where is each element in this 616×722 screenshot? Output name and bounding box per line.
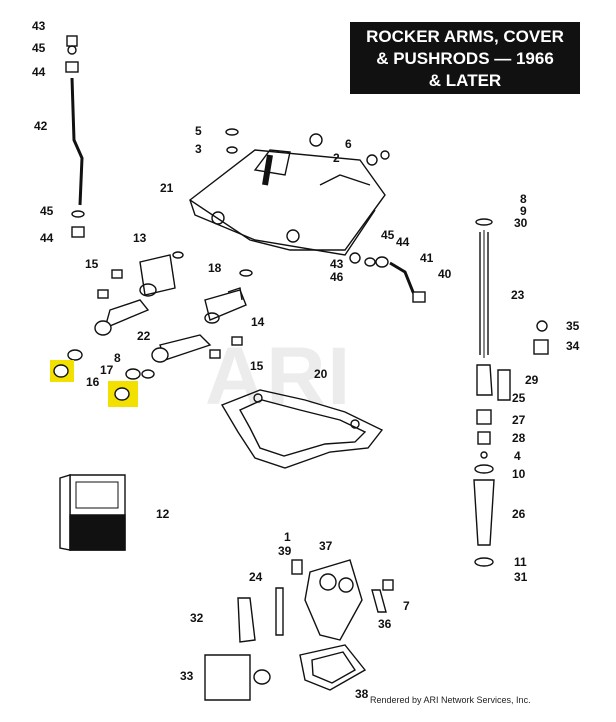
- callout-15: 15: [85, 257, 99, 271]
- callout-36: 36: [378, 617, 392, 631]
- callout-3: 3: [195, 142, 202, 156]
- callout-20: 20: [314, 367, 328, 381]
- diagram-title: ROCKER ARMS, COVER & PUSHRODS — 1966 & L…: [350, 22, 580, 94]
- callout-44: 44: [40, 231, 54, 245]
- callout-6: 6: [345, 137, 352, 151]
- callout-15: 15: [250, 359, 264, 373]
- callout-37: 37: [319, 539, 333, 553]
- callout-26: 26: [512, 507, 526, 521]
- callout-29: 29: [525, 373, 539, 387]
- rocker-arm-parts: [67, 251, 253, 380]
- callout-41: 41: [420, 251, 434, 265]
- credit-text: Rendered by ARI Network Services, Inc.: [370, 695, 531, 705]
- callout-18: 18: [208, 261, 222, 275]
- callout-17: 17: [100, 363, 114, 377]
- callout-8: 8: [520, 192, 527, 206]
- callout-38: 38: [355, 687, 369, 701]
- title-line-2: & PUSHRODS — 1966: [376, 49, 554, 68]
- callout-8: 8: [114, 351, 121, 365]
- callout-46: 46: [330, 270, 344, 284]
- callout-45: 45: [381, 228, 395, 242]
- callout-21: 21: [160, 181, 174, 195]
- callout-31: 31: [514, 570, 528, 584]
- callout-22: 22: [137, 329, 151, 343]
- callout-35: 35: [566, 319, 580, 333]
- callout-43: 43: [330, 257, 344, 271]
- rocker-cover: [188, 149, 386, 256]
- callout-28: 28: [512, 431, 526, 445]
- callout-32: 32: [190, 611, 204, 625]
- lower-rocker-housing: [204, 559, 394, 701]
- callout-9: 9: [520, 204, 527, 218]
- callout-24: 24: [249, 570, 263, 584]
- gasket-kit-box: [59, 474, 126, 551]
- callout-23: 23: [511, 288, 525, 302]
- callout-45: 45: [32, 41, 46, 55]
- rocker-cover-gasket: [220, 389, 384, 469]
- callout-27: 27: [512, 413, 526, 427]
- callout-42: 42: [34, 119, 48, 133]
- callout-2: 2: [333, 151, 340, 165]
- callout-1: 1: [284, 530, 291, 544]
- callout-4: 4: [514, 449, 521, 463]
- callout-44: 44: [396, 235, 410, 249]
- callout-16: 16: [86, 375, 100, 389]
- callout-39: 39: [278, 544, 292, 558]
- pushrod-assembly: [473, 218, 549, 567]
- oil-fitting-right: [349, 252, 426, 303]
- callout-33: 33: [180, 669, 194, 683]
- title-line-3: & LATER: [428, 71, 502, 90]
- oil-line-assembly-left: [65, 35, 85, 238]
- callout-10: 10: [512, 467, 526, 481]
- callout-44: 44: [32, 65, 46, 79]
- callout-11: 11: [514, 555, 527, 569]
- callout-12: 12: [156, 507, 170, 521]
- callout-25: 25: [512, 391, 526, 405]
- callout-30: 30: [514, 216, 528, 230]
- title-line-1: ROCKER ARMS, COVER: [366, 27, 564, 46]
- callout-43: 43: [32, 19, 46, 33]
- callout-40: 40: [438, 267, 452, 281]
- callout-7: 7: [403, 599, 410, 613]
- callout-45: 45: [40, 204, 54, 218]
- callout-14: 14: [251, 315, 265, 329]
- callout-5: 5: [195, 124, 202, 138]
- callout-13: 13: [133, 231, 147, 245]
- callout-34: 34: [566, 339, 580, 353]
